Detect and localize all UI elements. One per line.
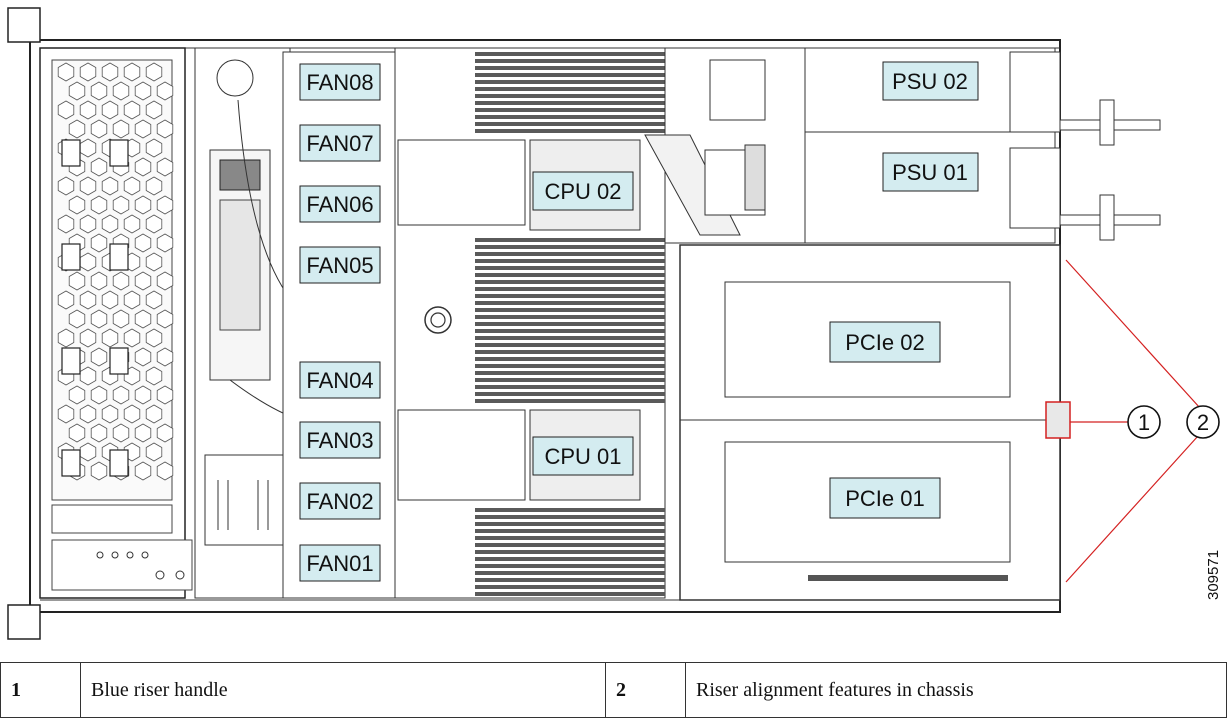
legend-number-1: 1: [1, 663, 81, 718]
fan01-label: FAN01: [300, 545, 380, 581]
pcie02-label: PCIe 02: [830, 322, 940, 362]
psu-bay: [805, 48, 1160, 243]
fan05-label: FAN05: [300, 247, 380, 283]
svg-text:PCIe 01: PCIe 01: [845, 486, 925, 511]
fan08-label: FAN08: [300, 64, 380, 100]
cpu01-label: CPU 01: [533, 437, 633, 475]
pcie01-label: PCIe 01: [830, 478, 940, 518]
svg-text:FAN07: FAN07: [306, 131, 373, 156]
svg-text:FAN02: FAN02: [306, 489, 373, 514]
fan04-label: FAN04: [300, 362, 380, 398]
svg-text:CPU 01: CPU 01: [544, 444, 621, 469]
server-chassis-diagram: FAN08 FAN07 FAN06 FAN05 FAN04 FAN03 FAN0…: [0, 0, 1227, 662]
svg-text:PSU 01: PSU 01: [892, 160, 968, 185]
legend-description-2: Riser alignment features in chassis: [686, 663, 1227, 718]
legend-number-2: 2: [606, 663, 686, 718]
svg-text:FAN08: FAN08: [306, 70, 373, 95]
fan07-label: FAN07: [300, 125, 380, 161]
front-drive-bay: [40, 48, 192, 598]
svg-text:PSU 02: PSU 02: [892, 69, 968, 94]
motherboard-center: [645, 48, 805, 243]
svg-text:FAN04: FAN04: [306, 368, 373, 393]
callout-2: 2: [1187, 406, 1219, 438]
pcie-riser-area: [680, 245, 1070, 600]
svg-text:FAN06: FAN06: [306, 192, 373, 217]
legend-row: 1 Blue riser handle 2 Riser alignment fe…: [1, 663, 1227, 718]
svg-text:FAN05: FAN05: [306, 253, 373, 278]
psu01-label: PSU 01: [883, 153, 978, 191]
cpu-dimm-area: [395, 48, 665, 598]
callout-1: 1: [1128, 406, 1160, 438]
cpu02-label: CPU 02: [533, 172, 633, 210]
svg-text:CPU 02: CPU 02: [544, 179, 621, 204]
svg-text:FAN03: FAN03: [306, 428, 373, 453]
fan03-label: FAN03: [300, 422, 380, 458]
legend-description-1: Blue riser handle: [81, 663, 606, 718]
psu02-label: PSU 02: [883, 62, 978, 100]
figure-id: 309571: [1205, 550, 1222, 600]
svg-text:2: 2: [1197, 410, 1209, 435]
svg-text:FAN01: FAN01: [306, 551, 373, 576]
svg-text:1: 1: [1138, 410, 1150, 435]
svg-text:PCIe 02: PCIe 02: [845, 330, 925, 355]
fan06-label: FAN06: [300, 186, 380, 222]
callout-legend-table: 1 Blue riser handle 2 Riser alignment fe…: [0, 662, 1227, 718]
fan02-label: FAN02: [300, 483, 380, 519]
